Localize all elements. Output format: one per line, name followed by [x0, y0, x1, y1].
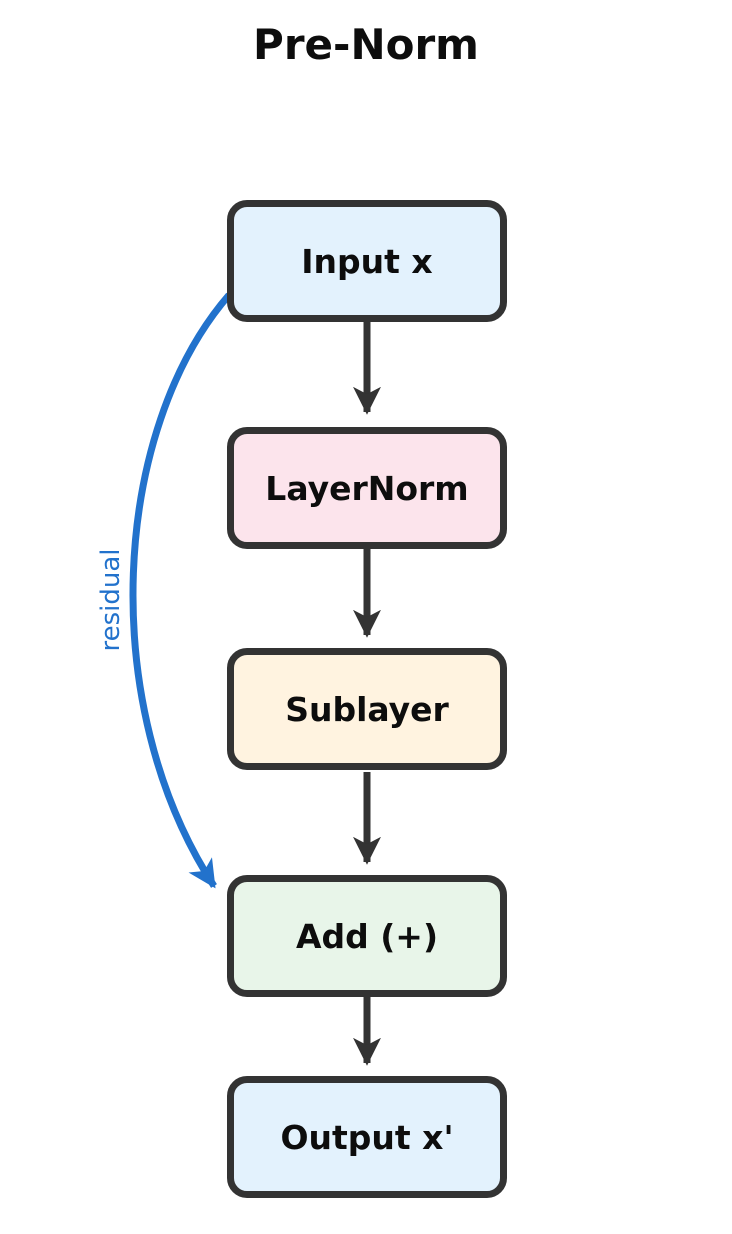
- node-add: Add (+): [227, 875, 507, 997]
- residual-arrow: [129, 292, 232, 889]
- node-add-label: Add (+): [295, 916, 439, 956]
- node-output-label: Output x': [280, 1117, 454, 1157]
- node-input: Input x: [227, 200, 507, 322]
- residual-label: residual: [96, 548, 126, 651]
- node-layernorm-label: LayerNorm: [265, 468, 469, 508]
- node-input-label: Input x: [301, 241, 433, 281]
- diagram-title: Pre-Norm: [253, 20, 479, 69]
- node-layernorm: LayerNorm: [227, 427, 507, 549]
- node-output: Output x': [227, 1076, 507, 1198]
- node-sublayer: Sublayer: [227, 648, 507, 770]
- node-sublayer-label: Sublayer: [285, 689, 449, 729]
